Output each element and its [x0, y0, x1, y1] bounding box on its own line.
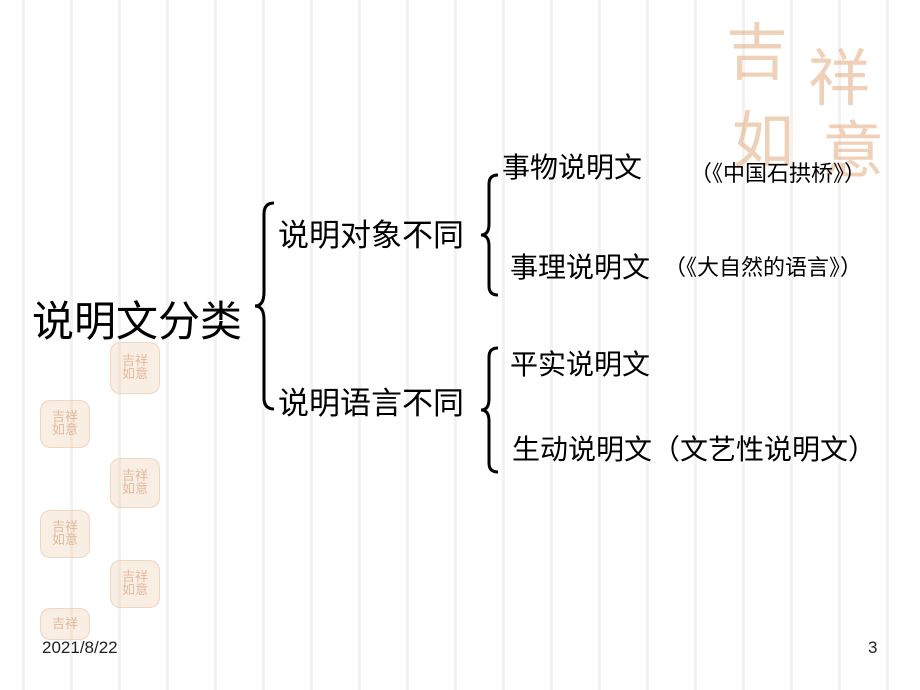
root-label: 说明文分类 [32, 297, 243, 346]
decorative-seal-small: 吉祥如意 [110, 458, 160, 508]
leaf-label-plain: 平实说明文 [510, 348, 651, 381]
decorative-seal-small: 吉祥如意 [40, 510, 90, 558]
leaf-example-reason: （《大自然的语言》） [664, 256, 863, 281]
leaf-label-reason: 事理说明文 [510, 251, 651, 284]
footer-date: 2021/8/22 [42, 638, 118, 657]
seal-char: 意 [822, 114, 885, 187]
seal-char: 如 [732, 104, 795, 177]
leaf-example-thing: （《中国石拱桥》） [690, 162, 867, 187]
branch-brace-language [480, 346, 499, 474]
leaf-label-thing: 事物说明文 [502, 151, 643, 184]
decorative-seal-small: 吉祥如意 [40, 400, 90, 448]
seal-char: 吉 [726, 16, 789, 89]
leaf-label-vivid: 生动说明文（文艺性说明文） [512, 433, 877, 466]
seal-char: 祥 [808, 42, 871, 115]
decorative-seal-small: 吉祥如意 [110, 342, 160, 394]
main-brace [254, 201, 275, 411]
decorative-seal-large: 吉 祥 如 意 [712, 0, 920, 187]
page-number: 3 [868, 638, 878, 657]
branch-label-language: 说明语言不同 [278, 386, 464, 422]
branch-label-object: 说明对象不同 [278, 218, 464, 254]
decorative-seal-small: 吉祥如意 [110, 560, 160, 608]
decorative-seal-small: 吉祥 [40, 608, 90, 640]
branch-brace-object [480, 173, 499, 297]
